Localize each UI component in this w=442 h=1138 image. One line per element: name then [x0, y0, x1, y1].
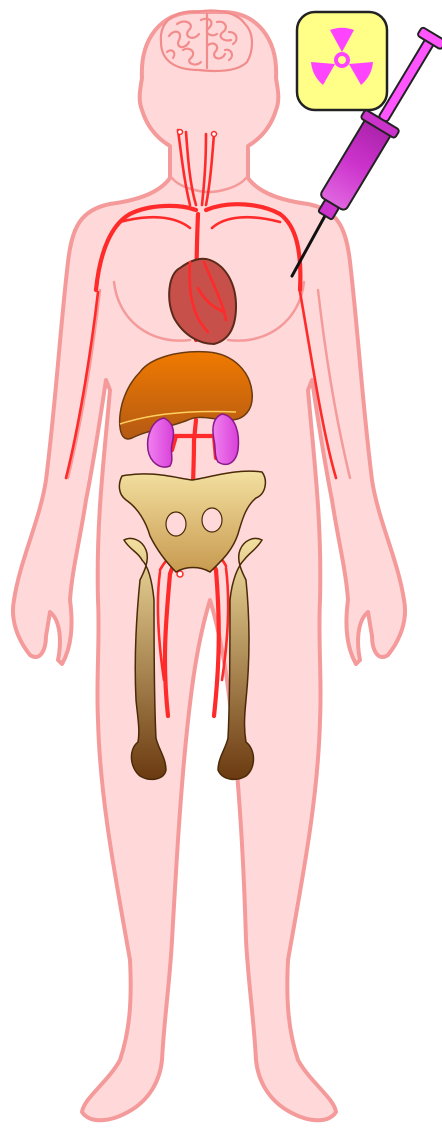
- radiation-badge: [297, 12, 387, 110]
